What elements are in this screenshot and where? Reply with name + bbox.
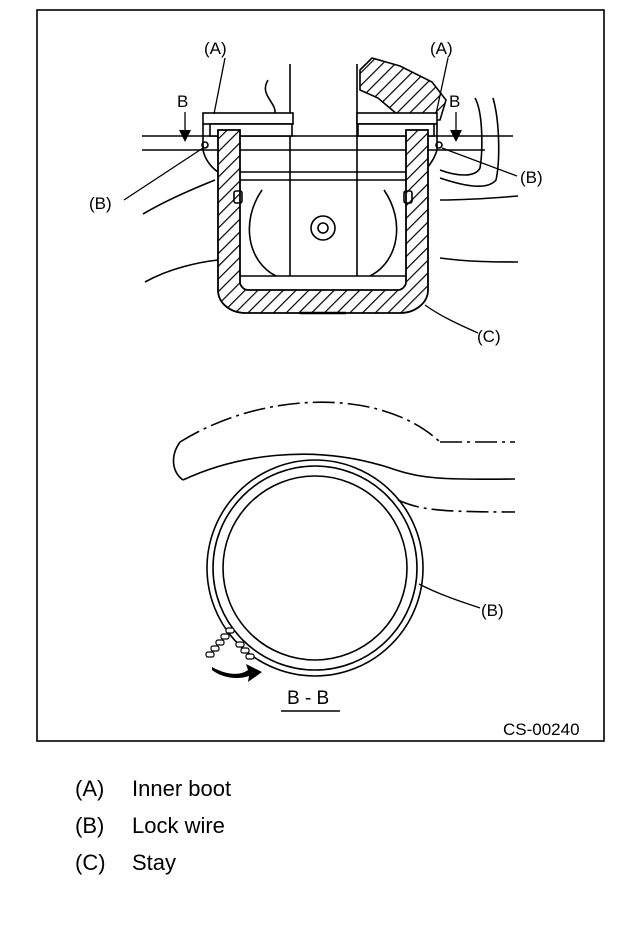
legend-key: (A) xyxy=(75,775,105,801)
legend-key: (B) xyxy=(75,812,105,838)
legend-item: (A) Inner boot xyxy=(75,770,495,807)
section-mark-left: B xyxy=(177,92,188,111)
diagram-figure: (A) (A) B B (B) (B) (C) (B) B - B CS-002… xyxy=(36,9,605,742)
section-view xyxy=(172,401,516,677)
legend-text: Stay xyxy=(132,849,177,875)
legend-text: Inner boot xyxy=(132,775,232,801)
callout-a-left: (A) xyxy=(204,39,227,58)
callout-a-right: (A) xyxy=(430,39,453,58)
direction-arrow xyxy=(212,664,262,682)
legend: (A) Inner boot (B) Lock wire (C) Stay xyxy=(75,770,495,881)
section-mark-right: B xyxy=(449,92,460,111)
legend-text: Lock wire xyxy=(132,812,225,838)
callout-b-right: (B) xyxy=(520,168,543,187)
legend-item: (B) Lock wire xyxy=(75,807,495,844)
legend-item: (C) Stay xyxy=(75,844,495,881)
callout-b-section: (B) xyxy=(481,601,504,620)
callout-b-left: (B) xyxy=(89,194,112,213)
figure-code: CS-00240 xyxy=(503,720,580,739)
top-view xyxy=(142,57,519,283)
top-view-inner xyxy=(201,141,443,315)
wire-twist-end xyxy=(205,627,255,660)
stay-cup xyxy=(217,129,429,314)
callouts: (A) (A) B B (B) (B) (C) (B) B - B CS-002… xyxy=(89,39,580,739)
legend-key: (C) xyxy=(75,849,106,875)
figure-frame xyxy=(36,9,605,742)
section-label: B - B xyxy=(287,688,329,709)
callout-c: (C) xyxy=(477,327,501,346)
